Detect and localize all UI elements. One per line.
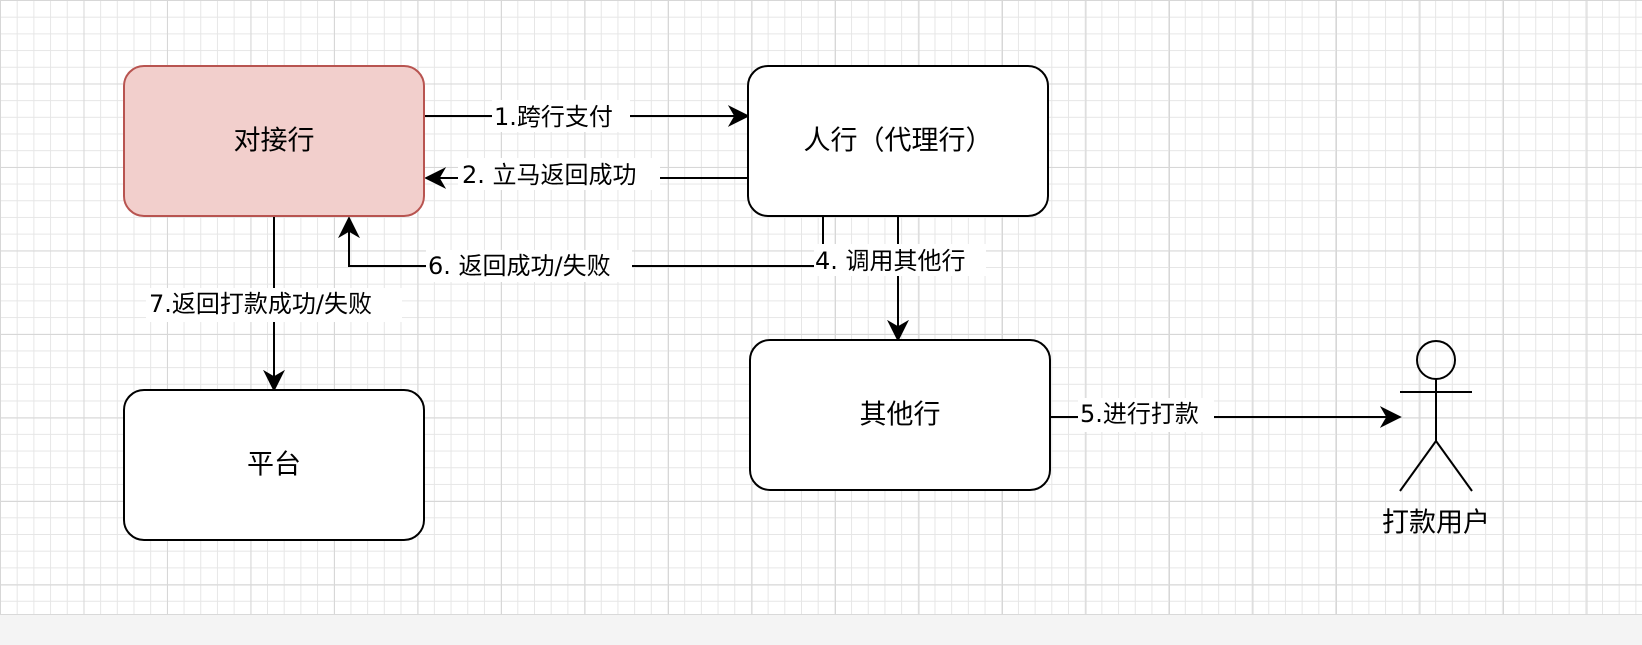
edge-2-label: 2. 立马返回成功 xyxy=(462,161,637,189)
node-renhang[interactable]: 人行（代理行） xyxy=(747,65,1049,217)
edge-6-return-result[interactable]: 6. 返回成功/失败 xyxy=(338,216,824,282)
node-qitahang[interactable]: 其他行 xyxy=(749,339,1051,491)
diagram-canvas: 1.跨行支付 2. 立马返回成功 6. 返回成功/失败 4. 调用其他行 7.返… xyxy=(0,0,1642,614)
edge-1-cross-bank-payment[interactable]: 1.跨行支付 xyxy=(424,100,750,132)
node-renhang-label: 人行（代理行） xyxy=(804,126,993,157)
edge-2-immediate-success[interactable]: 2. 立马返回成功 xyxy=(424,158,748,190)
edge-5-label: 5.进行打款 xyxy=(1080,400,1199,428)
node-qitahang-label: 其他行 xyxy=(860,400,941,431)
edge-7-label: 7.返回打款成功/失败 xyxy=(149,290,372,318)
edge-4-call-other-bank[interactable]: 4. 调用其他行 xyxy=(814,216,986,342)
node-pingtai[interactable]: 平台 xyxy=(123,389,425,541)
edge-4-label: 4. 调用其他行 xyxy=(815,247,966,275)
edge-6-label: 6. 返回成功/失败 xyxy=(428,252,611,280)
actor-payee-user[interactable]: 打款用户 xyxy=(1382,340,1490,539)
node-duijiehang[interactable]: 对接行 xyxy=(123,65,425,217)
flow-diagram: 1.跨行支付 2. 立马返回成功 6. 返回成功/失败 4. 调用其他行 7.返… xyxy=(123,65,1490,541)
edge-1-label: 1.跨行支付 xyxy=(494,103,613,131)
edge-5-make-payment[interactable]: 5.进行打款 xyxy=(1050,398,1402,432)
status-bar xyxy=(0,614,1642,645)
node-duijiehang-label: 对接行 xyxy=(234,126,315,157)
edge-7-return-to-platform[interactable]: 7.返回打款成功/失败 xyxy=(146,216,402,392)
actor-payee-user-label: 打款用户 xyxy=(1382,508,1490,539)
person-icon xyxy=(1399,340,1473,492)
node-pingtai-label: 平台 xyxy=(247,450,301,481)
